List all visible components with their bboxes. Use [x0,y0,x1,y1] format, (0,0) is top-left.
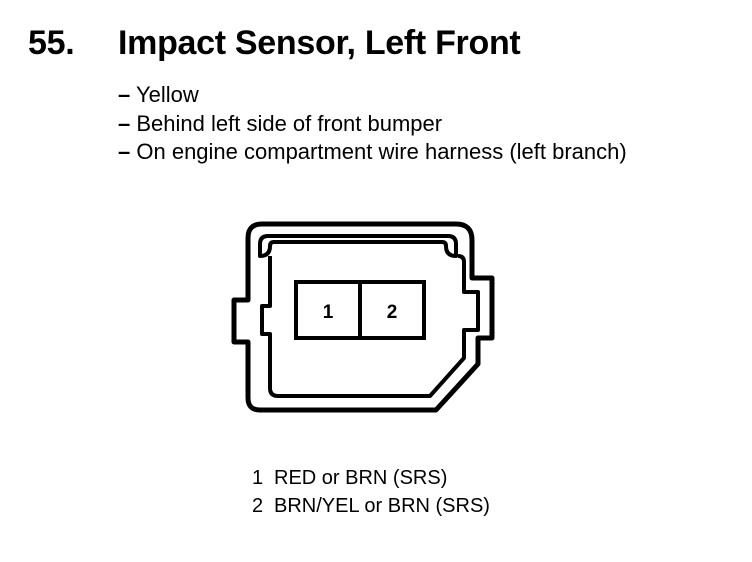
pin-number: 2 [252,495,264,517]
pin-list: 1 RED or BRN (SRS) 2 BRN/YEL or BRN (SRS) [252,464,490,520]
pin-row: 1 RED or BRN (SRS) [252,464,490,492]
cavity-2 [358,280,426,340]
cavity-label-1: 1 [323,302,334,323]
pin-description: BRN/YEL or BRN (SRS) [274,495,490,517]
pin-description: RED or BRN (SRS) [274,467,448,489]
connector-body-inner [260,254,480,398]
note-harness: – On engine compartment wire harness (le… [118,139,627,164]
note-color: – Yellow [118,82,199,107]
section-number: 55. [28,24,75,62]
pin-number: 1 [252,467,264,489]
connector-housing-outer [231,221,495,413]
note-location: – Behind left side of front bumper [118,110,443,136]
pin-row: 2 BRN/YEL or BRN (SRS) [252,492,490,520]
section-title: Impact Sensor, Left Front [118,24,521,62]
connector-housing-inner [258,234,458,258]
cavity-label-2: 2 [387,302,398,323]
connector-notes: – Yellow – Behind left side of front bum… [118,81,627,167]
